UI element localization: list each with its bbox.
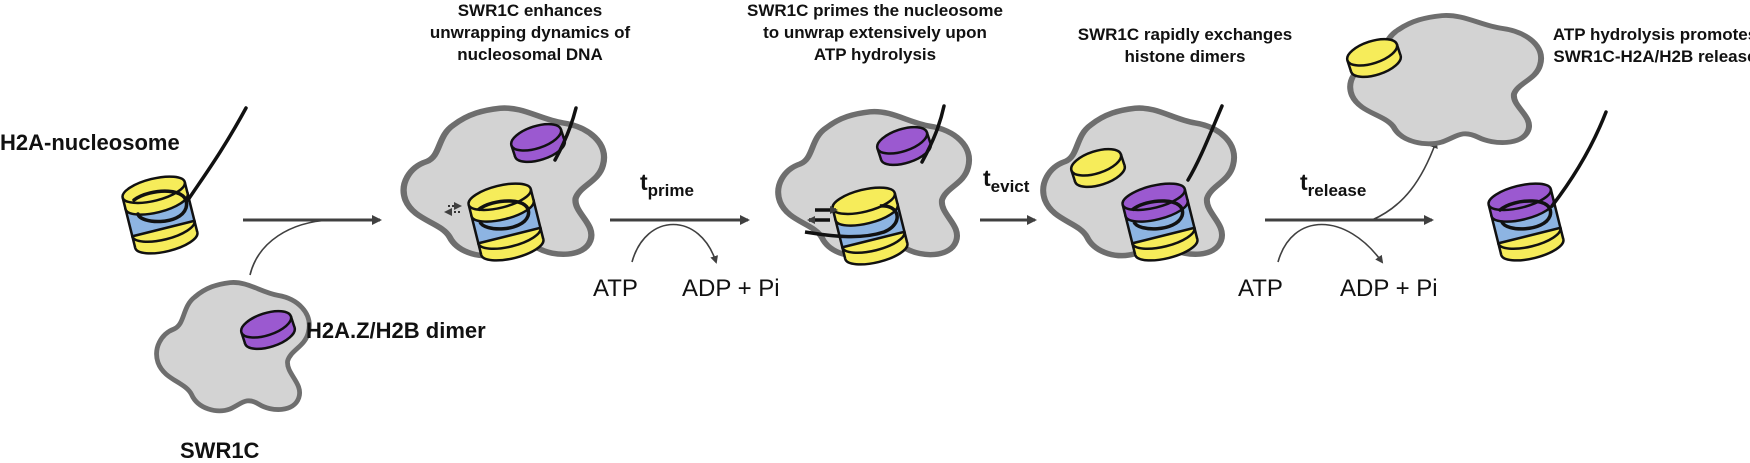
atp-label-1: ATP [593,275,638,302]
step-4-caption: ATP hydrolysis promotes SWR1C-H2A/H2B re… [1553,25,1750,66]
stage-4-exchange-complex [1043,104,1234,267]
svg-text:SWR1C rapidly exchanges: SWR1C rapidly exchanges [1078,25,1292,44]
svg-text:ATP hydrolysis: ATP hydrolysis [814,45,936,64]
t-evict-label: tevict [983,165,1030,196]
step-1-caption: SWR1C enhances unwrapping dynamics of nu… [430,1,631,64]
t-prime-label: tprime [640,169,694,200]
stage-1-h2a-nucleosome [118,106,248,260]
step-3-caption: SWR1C rapidly exchanges histone dimers [1078,25,1292,66]
stage-3-primed-complex [778,104,969,271]
release-branch-curve [1371,140,1438,221]
extensive-unwrapping-icon [807,206,838,224]
atp-label-2: ATP [1238,275,1283,302]
svg-text:histone dimers: histone dimers [1125,47,1246,66]
unwrapping-dynamics-icon [444,202,462,216]
t-release-label: trelease [1300,169,1366,200]
svg-text:ATP hydrolysis promotes: ATP hydrolysis promotes [1553,25,1750,44]
svg-text:to unwrap extensively upon: to unwrap extensively upon [763,23,987,42]
h2az-dimer-label: H2A.Z/H2B dimer [306,318,486,343]
swr1c-joining-curve [249,219,331,276]
atp-hydrolysis-curve-1 [631,223,718,264]
swr1c-label: SWR1C [180,438,260,463]
h2a-nucleosome-label: H2A-nucleosome [0,130,180,155]
svg-text:nucleosomal DNA: nucleosomal DNA [457,45,602,64]
svg-text:unwrapping dynamics of: unwrapping dynamics of [430,23,631,42]
svg-text:SWR1C enhances: SWR1C enhances [458,1,603,20]
svg-text:SWR1C-H2A/H2B release: SWR1C-H2A/H2B release [1553,47,1750,66]
free-swr1c-complex [157,282,310,410]
nucleosomal-dna [132,106,248,224]
step-2-caption: SWR1C primes the nucleosome to unwrap ex… [747,1,1003,64]
stage-5-h2az-nucleosome [1484,110,1608,267]
stage-2-bound-complex [404,108,604,267]
svg-text:SWR1C primes the nucleosome: SWR1C primes the nucleosome [747,1,1003,20]
adp-pi-label-2: ADP + Pi [1340,275,1438,302]
released-swr1c-h2a-h2b [1342,15,1541,143]
atp-hydrolysis-curve-2 [1277,223,1384,264]
adp-pi-label-1: ADP + Pi [682,275,780,302]
